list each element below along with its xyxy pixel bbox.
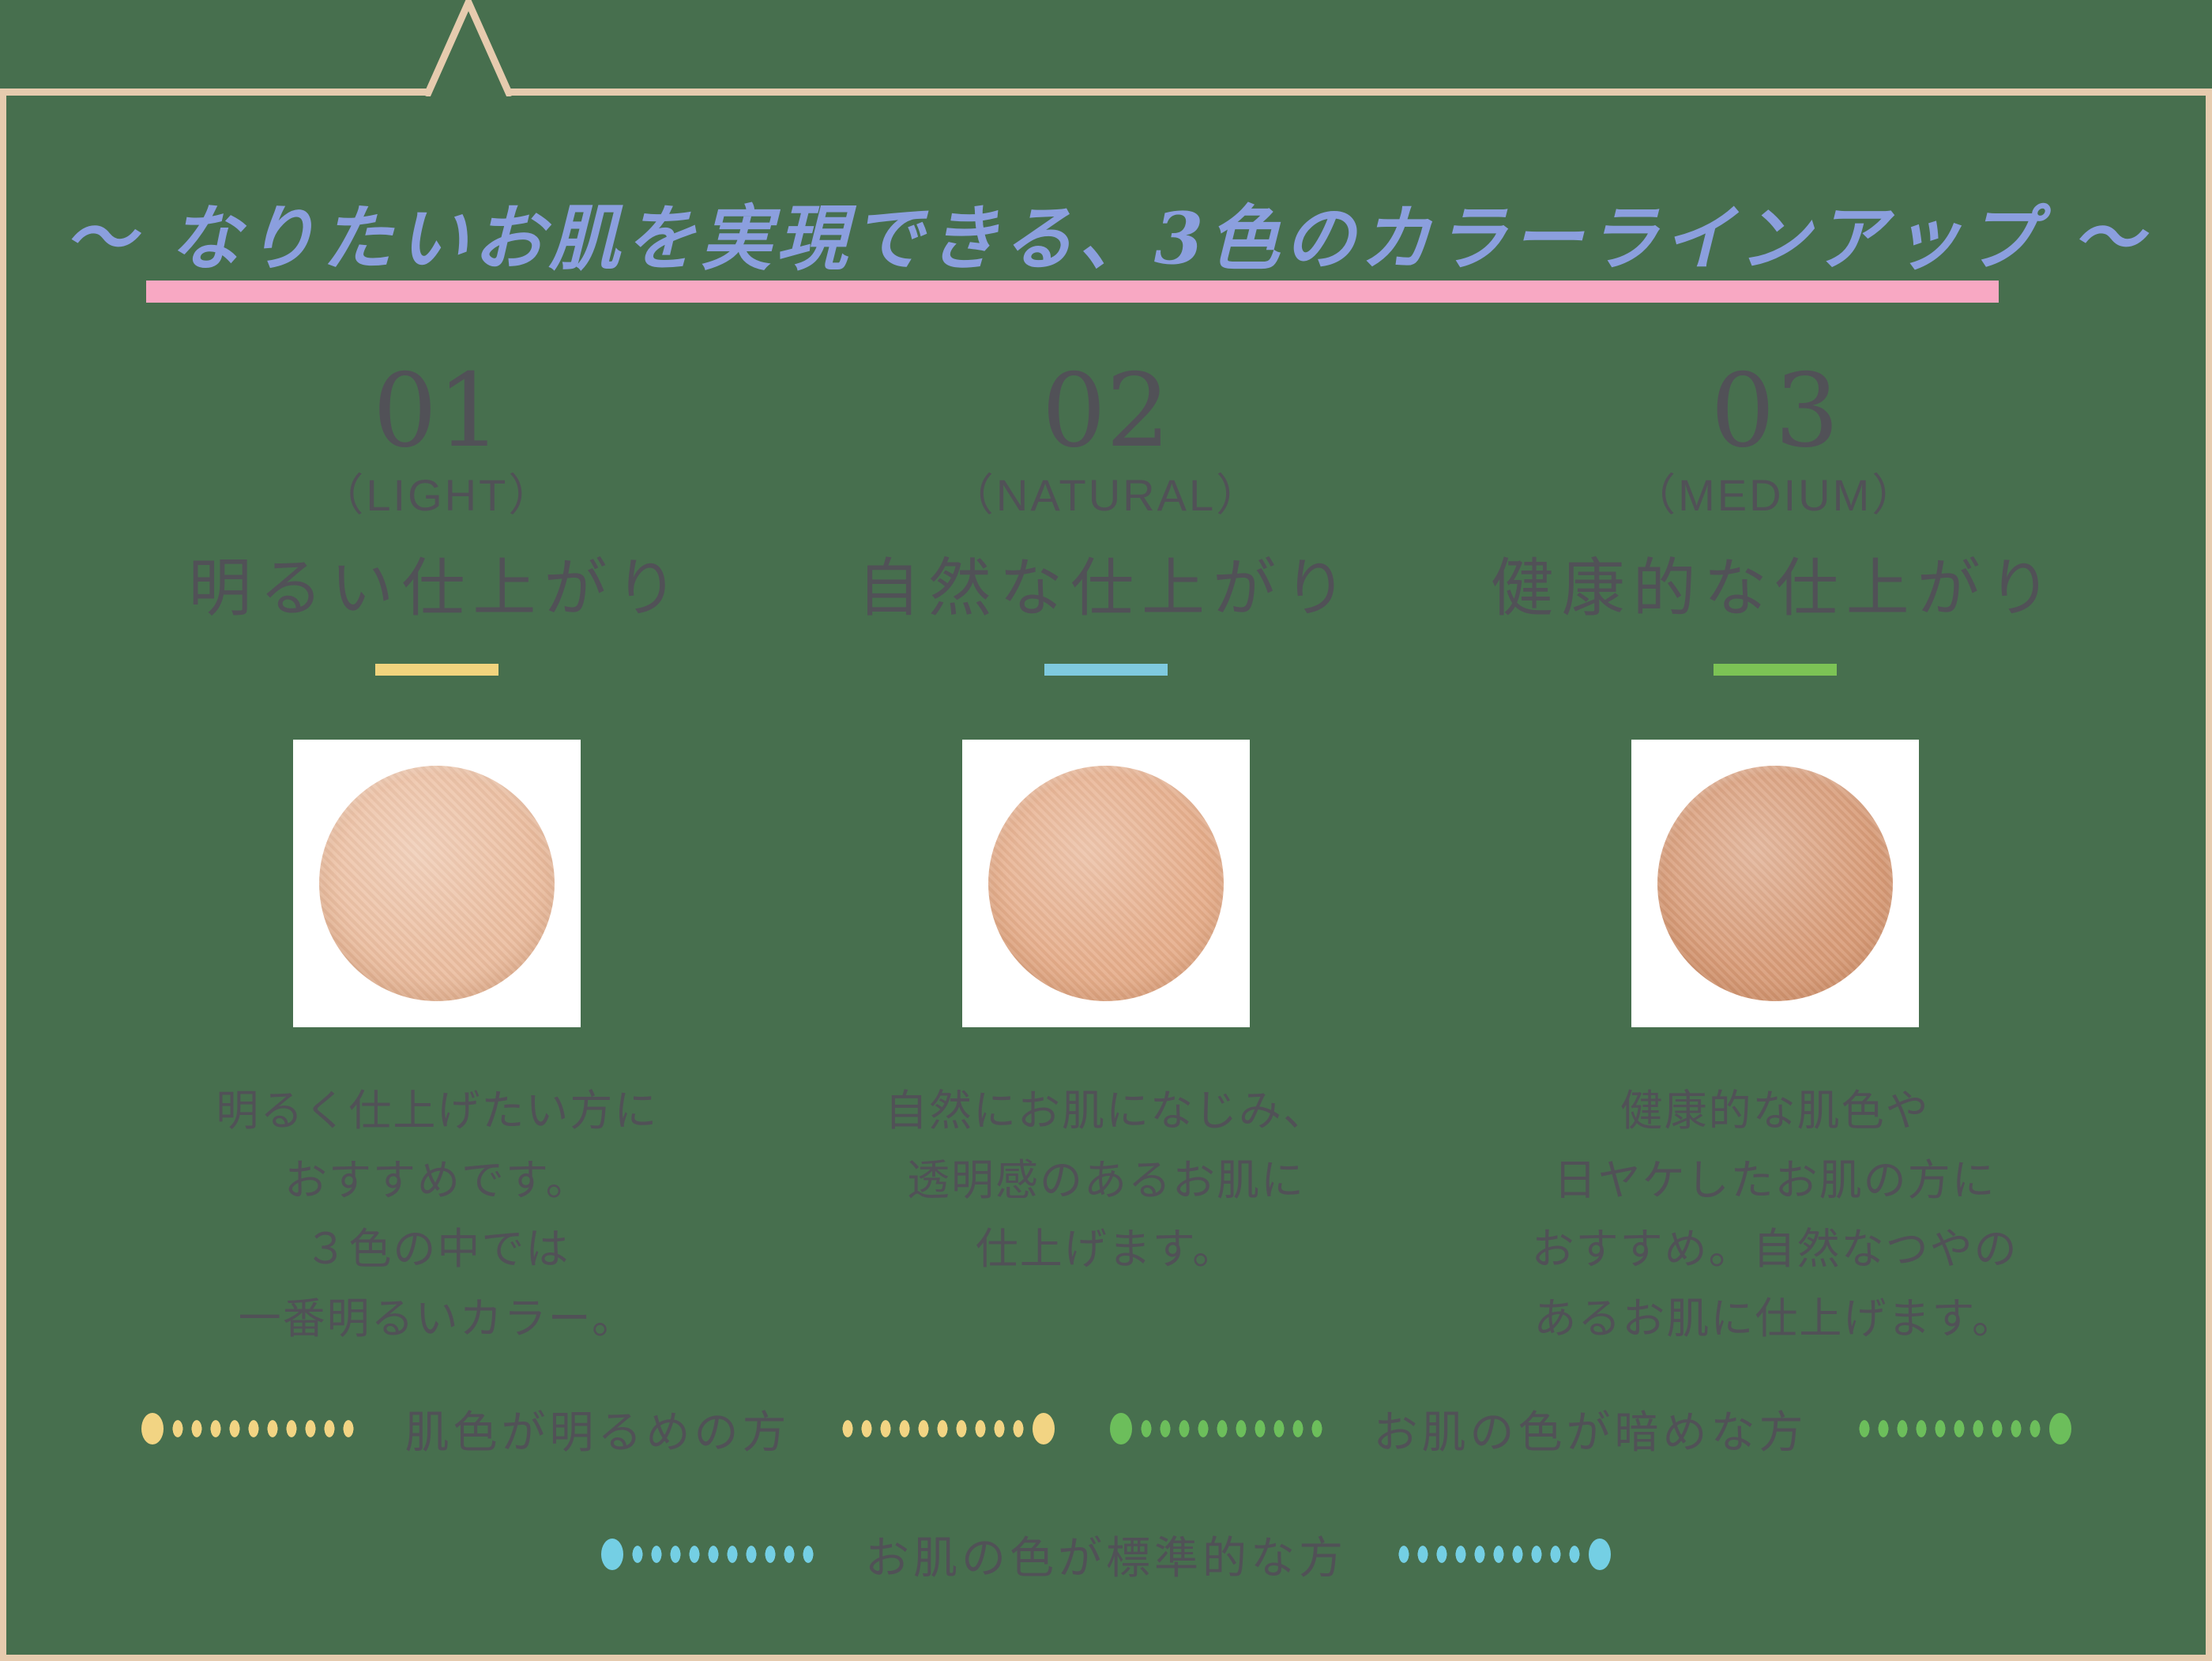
title-highlight-bar — [146, 281, 1999, 303]
large-dot-icon — [1589, 1539, 1611, 1570]
small-dots-icon — [1854, 1417, 2045, 1441]
skin-guide-dark: お肌の色が暗めな方 — [1109, 1397, 2071, 1461]
shade-name: （LIGHT） — [319, 470, 555, 520]
speech-bubble-notch-icon — [423, 0, 514, 96]
frame-border-top-right — [509, 89, 2212, 96]
shade-finish-title: 自然な仕上がり — [857, 552, 1355, 626]
swatch-card — [293, 740, 581, 1028]
frame-border-top-left — [0, 89, 428, 96]
dotted-line-right — [837, 1413, 1055, 1444]
shade-column-natural: 02 （NATURAL） 自然な仕上がり 自然にお肌になじみ、 透明感のあるお肌… — [772, 361, 1441, 1354]
skin-guide-label: 肌色が明るめの方 — [404, 1407, 791, 1457]
dotted-line-left — [1109, 1413, 1326, 1444]
shade-finish-title: 明るい仕上がり — [188, 552, 687, 626]
small-dots-icon — [628, 1542, 818, 1566]
dotted-line-right — [1394, 1539, 1611, 1570]
shade-number: 01 — [372, 352, 502, 470]
shade-finish-title: 健康的な仕上がり — [1490, 552, 2060, 626]
small-dots-icon — [837, 1417, 1028, 1441]
large-dot-icon — [1032, 1413, 1055, 1444]
accent-bar — [375, 664, 499, 676]
frame-border-left — [0, 89, 6, 1661]
skin-guide-row-1: 肌色が明るめの方 お肌の色が暗めな方 — [0, 1397, 2212, 1460]
title-suffix-tilde: 〜 — [2042, 197, 2148, 281]
large-dot-icon — [2048, 1413, 2071, 1444]
shade-name: （MEDIUM） — [1631, 470, 1919, 520]
skin-guide-row-2: お肌の色が標準的な方 — [0, 1523, 2212, 1586]
shade-description: 自然にお肌になじみ、 透明感のあるお肌に 仕上げます。 — [885, 1087, 1327, 1274]
title-main-text: なりたいお肌を実現できる、3色のカラーラインアップ — [169, 197, 2043, 281]
small-dots-icon — [1394, 1542, 1584, 1566]
powder-swatch — [1657, 766, 1893, 1002]
large-dot-icon — [1109, 1413, 1132, 1444]
shade-column-medium: 03 （MEDIUM） 健康的な仕上がり 健康的な肌色や 日ヤケしたお肌の方に … — [1440, 361, 2109, 1354]
skin-guide-label: お肌の色が標準的な方 — [865, 1532, 1347, 1583]
shade-number: 03 — [1710, 352, 1840, 470]
large-dot-icon — [141, 1413, 164, 1444]
accent-bar — [1713, 664, 1837, 676]
swatch-card — [962, 740, 1250, 1028]
shade-column-light: 01 （LIGHT） 明るい仕上がり 明るく仕上げたい方に おすすめです。 ３色… — [103, 361, 772, 1354]
frame-border-bottom — [0, 1655, 2212, 1661]
small-dots-icon — [1136, 1417, 1326, 1441]
shade-description: 健康的な肌色や 日ヤケしたお肌の方に おすすめ。自然なつやの あるお肌に仕上げま… — [1531, 1087, 2018, 1343]
shade-number: 02 — [1041, 352, 1171, 470]
skin-guide-label: お肌の色が暗めな方 — [1373, 1407, 1808, 1457]
shade-name: （NATURAL） — [949, 470, 1263, 520]
powder-swatch — [988, 766, 1224, 1002]
dotted-line-left — [141, 1413, 358, 1444]
small-dots-icon — [167, 1417, 358, 1441]
powder-swatch — [319, 766, 555, 1002]
title-prefix-tilde: 〜 — [64, 197, 170, 281]
accent-bar — [1044, 664, 1168, 676]
frame-border-right — [2206, 89, 2212, 1661]
skin-guide-bright: 肌色が明るめの方 — [141, 1397, 1055, 1461]
large-dot-icon — [601, 1539, 623, 1570]
swatch-card — [1631, 740, 1919, 1028]
skin-guide-standard: お肌の色が標準的な方 — [601, 1523, 1611, 1587]
dotted-line-left — [601, 1539, 818, 1570]
section-title: 〜 なりたいお肌を実現できる、3色のカラーラインアップ 〜 — [0, 196, 2212, 303]
shade-columns: 01 （LIGHT） 明るい仕上がり 明るく仕上げたい方に おすすめです。 ３色… — [103, 361, 2109, 1354]
dotted-line-right — [1854, 1413, 2071, 1444]
shade-description: 明るく仕上げたい方に おすすめです。 ３色の中では 一番明るいカラー。 — [216, 1087, 659, 1343]
